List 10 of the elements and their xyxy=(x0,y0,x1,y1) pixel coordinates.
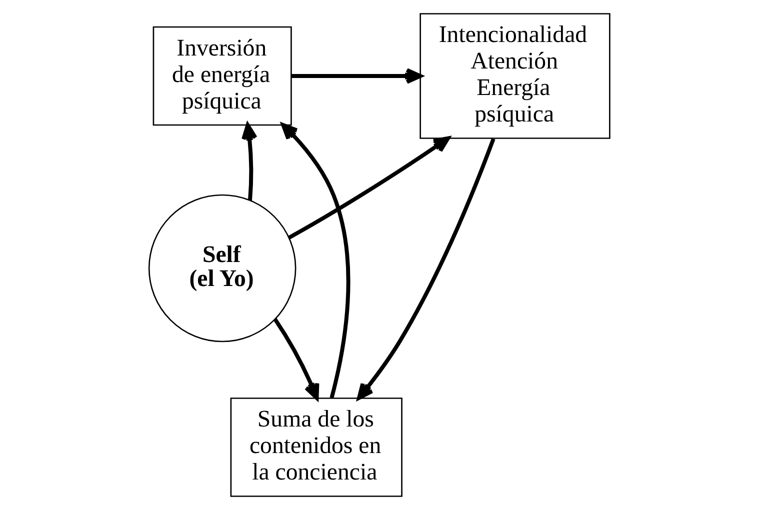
node-box: Intencionalidad Atención Energía psíquica xyxy=(419,13,610,139)
arrow xyxy=(280,123,350,398)
node-box: Suma de los contenidos en la conciencia xyxy=(230,398,402,497)
node-box: Inversión de energía psíquica xyxy=(152,26,292,126)
arrow xyxy=(356,138,495,400)
node-circle: Self (el Yo) xyxy=(148,194,296,342)
arrow xyxy=(272,318,319,400)
arrow xyxy=(288,136,450,240)
arrow xyxy=(291,68,422,84)
arrow xyxy=(241,123,257,201)
